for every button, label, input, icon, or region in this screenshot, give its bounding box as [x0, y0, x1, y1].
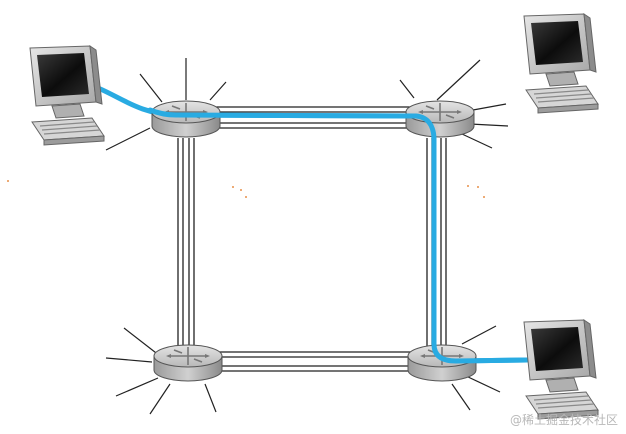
router-bottom-left: [153, 344, 223, 382]
router-top-left: [151, 100, 221, 138]
trunk-links: [177, 106, 447, 372]
watermark: @稀土掘金技术社区: [509, 413, 618, 427]
host-top-right: [523, 13, 599, 114]
host-top-left: [29, 45, 105, 146]
access-lines: [105, 58, 509, 415]
link-bottom: [210, 351, 420, 372]
host-bottom-right: [523, 319, 599, 420]
link-left: [177, 138, 195, 350]
highlighted-path-over-router-br: [431, 341, 530, 364]
highlighted-path-over-router: [147, 107, 437, 143]
decor-dots: [7, 180, 485, 198]
link-top: [208, 106, 420, 129]
router-top-right: [405, 100, 475, 138]
